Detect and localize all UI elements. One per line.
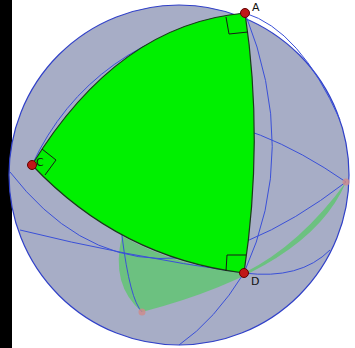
sphere bbox=[9, 5, 349, 345]
right-angle-marks bbox=[42, 17, 248, 271]
vertex-dots bbox=[28, 9, 350, 316]
vertex-label: A bbox=[252, 2, 260, 13]
vertex-label: C bbox=[36, 157, 44, 168]
great-circles bbox=[10, 13, 346, 345]
vertex-label: D bbox=[251, 276, 259, 287]
spherical-triangle bbox=[32, 13, 254, 273]
